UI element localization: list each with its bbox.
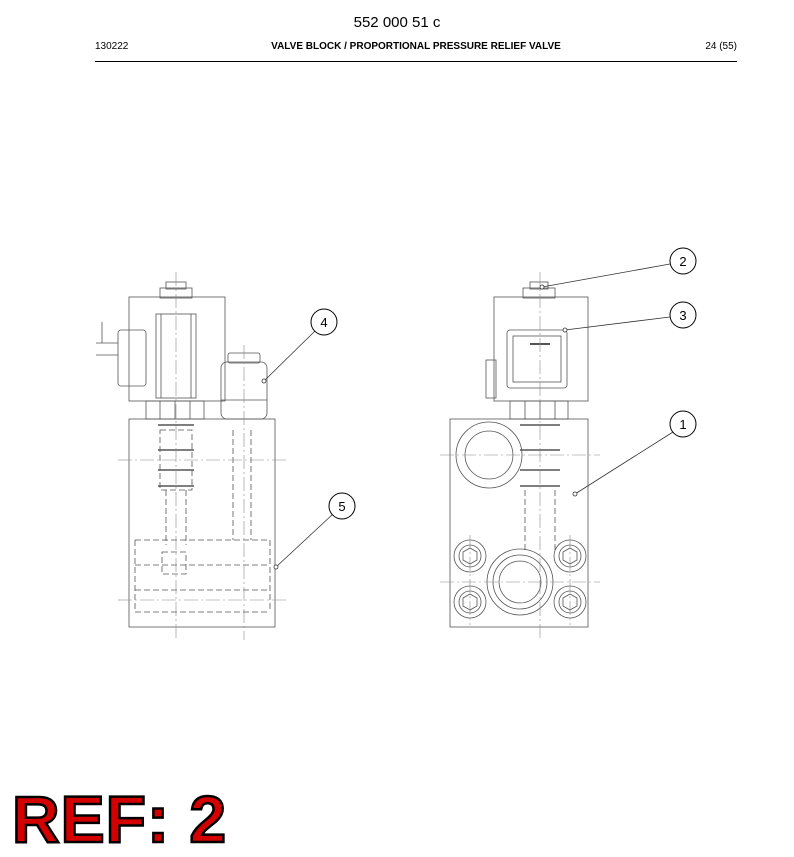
left-solenoid-coil — [128, 296, 226, 402]
header-rule — [95, 61, 737, 62]
mounting-bolts — [453, 539, 587, 619]
left-view — [96, 272, 288, 640]
callout-1-circle — [669, 410, 697, 438]
ref-label: REF: 2 — [11, 782, 228, 856]
callout-4-circle — [310, 308, 338, 336]
right-connector-plug — [506, 329, 568, 389]
document-number: 552 000 51 c — [353, 14, 441, 31]
callout-5-label: 5 — [338, 499, 345, 514]
leader-line-5 — [275, 513, 334, 568]
left-valve-block — [128, 418, 276, 628]
callout-2-label: 2 — [679, 254, 686, 269]
leader-line-2 — [541, 263, 671, 288]
callout-3-circle — [669, 301, 697, 329]
callout-1-label: 1 — [679, 417, 686, 432]
left-connector-plug — [117, 329, 147, 387]
right-solenoid-coil — [493, 296, 589, 402]
page-title: VALVE BLOCK / PROPORTIONAL PRESSURE RELI… — [271, 41, 561, 52]
callout-5-circle — [328, 492, 356, 520]
upper-port — [455, 421, 523, 489]
right-view — [440, 272, 600, 640]
page-number: 24 (55) — [705, 41, 737, 52]
callout-2-circle — [669, 247, 697, 275]
leader-line-3 — [564, 316, 671, 331]
callout-3-label: 3 — [679, 308, 686, 323]
date-code: 130222 — [95, 41, 129, 52]
leader-line-4 — [263, 329, 317, 382]
leader-line-1 — [574, 431, 674, 495]
callout-4-label: 4 — [320, 315, 327, 330]
